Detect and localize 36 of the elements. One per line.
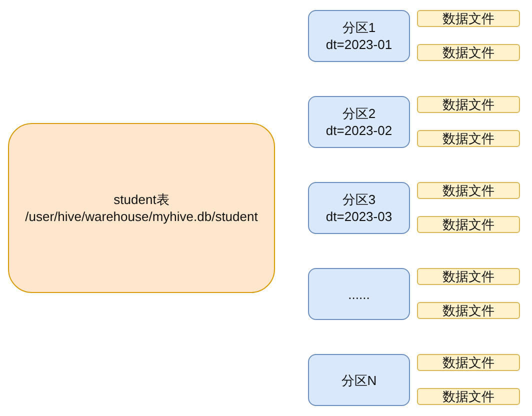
file-label: 数据文件 [442, 45, 494, 60]
file-label: 数据文件 [442, 131, 494, 146]
file-box [417, 44, 520, 61]
partition-value: dt=2023-01 [326, 36, 392, 53]
file-label: 数据文件 [442, 183, 494, 198]
partition-name: 分区1 [342, 19, 376, 36]
partition-box [308, 10, 410, 62]
partition-name: 分区2 [342, 105, 376, 122]
file-label: 数据文件 [442, 355, 494, 370]
partition-name: ...... [348, 286, 370, 302]
file-label: 数据文件 [442, 389, 494, 404]
partition-value: dt=2023-03 [326, 208, 392, 225]
file-box [417, 10, 520, 27]
file-box [417, 354, 520, 371]
table-name: student表 [114, 191, 170, 208]
partition-box [308, 182, 410, 234]
table-box [8, 123, 275, 293]
file-box [417, 96, 520, 113]
file-box [417, 268, 520, 285]
file-box [417, 388, 520, 405]
partition-box [308, 268, 410, 320]
file-label: 数据文件 [442, 269, 494, 284]
partition-name: 分区N [341, 372, 377, 388]
file-box [417, 182, 520, 199]
file-box [417, 302, 520, 319]
file-label: 数据文件 [442, 303, 494, 318]
path-label: /user/hive/warehouse/myhive.db/student [25, 208, 258, 225]
partition-box [308, 354, 410, 406]
file-box [417, 216, 520, 233]
partition-value: dt=2023-02 [326, 122, 392, 139]
partition-box [308, 96, 410, 148]
file-label: 数据文件 [442, 11, 494, 26]
partition-name: 分区3 [342, 191, 376, 208]
file-label: 数据文件 [442, 97, 494, 112]
file-box [417, 130, 520, 147]
file-label: 数据文件 [442, 217, 494, 232]
